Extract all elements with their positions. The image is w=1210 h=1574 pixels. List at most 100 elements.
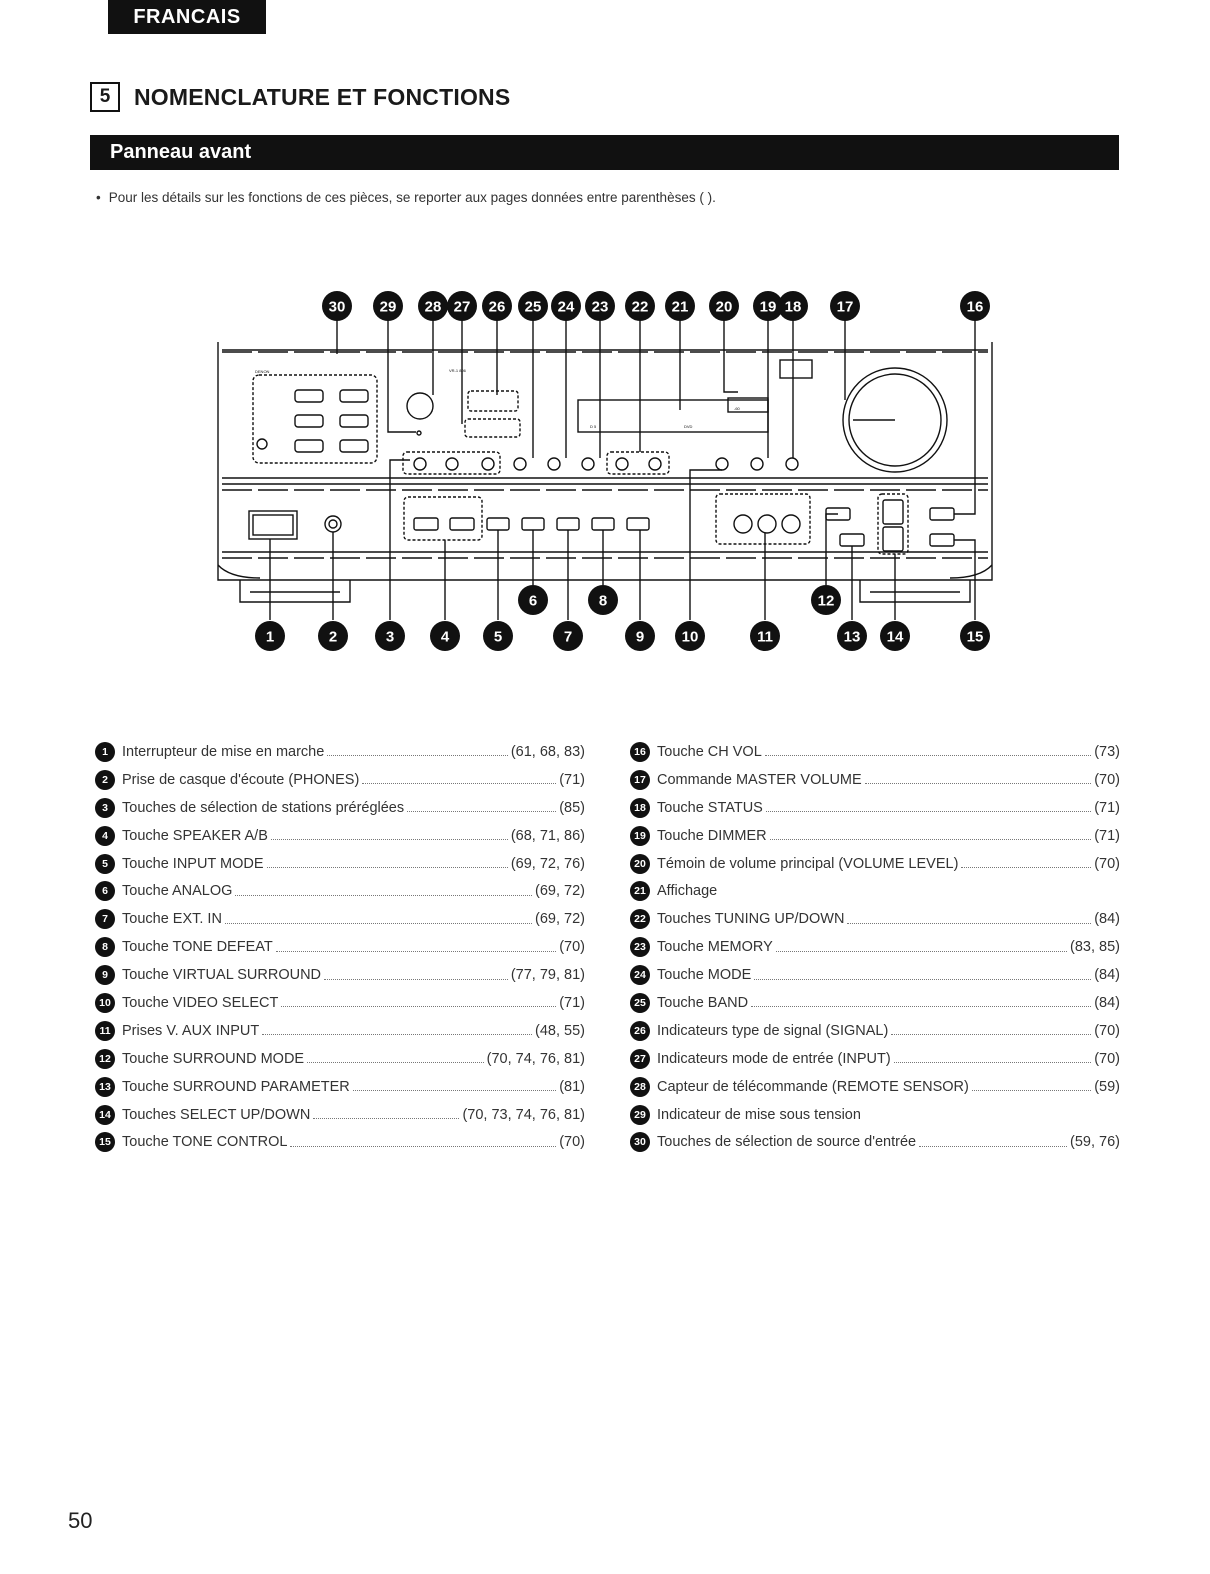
callout-marker: 20 <box>709 291 739 321</box>
callout-number-icon: 25 <box>630 992 650 1013</box>
callout-number: 5 <box>494 629 502 646</box>
dot-leader <box>971 1090 1092 1092</box>
callout-marker: 12 <box>811 585 841 615</box>
callout-number-icon: 15 <box>95 1132 115 1153</box>
callout-number-icon: 10 <box>95 992 115 1013</box>
callout-number: 9 <box>636 629 644 646</box>
dot-leader <box>751 1006 1092 1008</box>
callout-number: 19 <box>760 299 777 316</box>
legend-label: Prises V. AUX INPUT <box>122 1022 260 1039</box>
legend-pages: (59) <box>1094 1078 1120 1095</box>
callout-number-icon: 19 <box>630 825 650 846</box>
legend-label: Touches SELECT UP/DOWN <box>122 1106 311 1123</box>
callout-number: 7 <box>564 629 572 646</box>
dot-leader <box>307 1062 484 1064</box>
legend-label: Touche BAND <box>657 994 749 1011</box>
callout-marker: 15 <box>960 621 990 651</box>
legend-label: Touche MODE <box>657 967 752 984</box>
section-heading: 5 NOMENCLATURE ET FONCTIONS <box>90 80 510 114</box>
callout-marker: 22 <box>625 291 655 321</box>
callout-number-icon: 22 <box>630 909 650 930</box>
legend-label: Touche STATUS <box>657 799 763 816</box>
dot-leader <box>754 978 1092 980</box>
dot-leader <box>324 978 508 980</box>
callout-marker: 1 <box>255 621 285 651</box>
callout-marker: 18 <box>778 291 808 321</box>
callout-number-icon: 8 <box>95 937 115 958</box>
callout-number-icon: 5 <box>95 853 115 874</box>
dot-leader <box>769 839 1092 841</box>
callout-number: 1 <box>266 629 274 646</box>
dot-leader <box>270 839 508 841</box>
legend-pages: (70) <box>559 939 585 956</box>
callout-number: 11 <box>757 629 773 646</box>
callout-number: 17 <box>837 299 854 316</box>
legend-pages: (59, 76) <box>1070 1134 1120 1151</box>
callout-number-icon: 1 <box>95 741 115 762</box>
brand-label: DENON <box>255 369 270 374</box>
callout-number: 25 <box>525 299 542 316</box>
callout-marker: 29 <box>373 291 403 321</box>
legend-label: Touche SURROUND PARAMETER <box>122 1078 350 1095</box>
dot-leader <box>262 1034 533 1036</box>
legend-item: 20 Témoin de volume principal (VOLUME LEV… <box>630 850 1120 878</box>
legend-pages: (48, 55) <box>535 1022 585 1039</box>
legend-pages: (70) <box>1094 1022 1120 1039</box>
callout-marker: 21 <box>665 291 695 321</box>
callout-number-icon: 30 <box>630 1132 650 1153</box>
legend-label: Capteur de télécommande (REMOTE SENSOR) <box>657 1078 969 1095</box>
legend-label: Touche VIRTUAL SURROUND <box>122 967 322 984</box>
dot-leader <box>275 950 557 952</box>
bullet-icon: • <box>96 190 101 205</box>
display-source: DVD <box>684 424 693 429</box>
legend-pages: (68, 71, 86) <box>510 827 585 844</box>
callout-number-icon: 20 <box>630 853 650 874</box>
legend-label: Témoin de volume principal (VOLUME LEVEL… <box>657 855 959 872</box>
legend-label: Prise de casque d'écoute (PHONES) <box>122 771 360 788</box>
dot-leader <box>313 1118 460 1120</box>
legend-pages: (69, 72) <box>535 883 585 900</box>
legend-label: Touche TONE DEFEAT <box>122 939 273 956</box>
callout-number: 8 <box>599 593 607 610</box>
callout-number-icon: 28 <box>630 1076 650 1097</box>
model-label: VR-1 806 <box>449 368 467 373</box>
legend-label: Touche TONE CONTROL <box>122 1134 288 1151</box>
legend-pages: (71) <box>559 994 585 1011</box>
callout-marker: 4 <box>430 621 460 651</box>
legend-label: Touches de sélection de source d'entrée <box>657 1134 917 1151</box>
callout-number-icon: 4 <box>95 825 115 846</box>
legend-pages: (84) <box>1094 967 1120 984</box>
callout-number-icon: 3 <box>95 797 115 818</box>
callout-marker: 24 <box>551 291 581 321</box>
legend-pages: (71) <box>1094 827 1120 844</box>
intro-text: Pour les détails sur les fonctions de ce… <box>108 190 716 205</box>
callout-number: 29 <box>380 299 397 316</box>
callout-number: 26 <box>489 299 506 316</box>
callout-number: 14 <box>887 629 904 646</box>
callout-marker: 25 <box>518 291 548 321</box>
legend-label: Touches TUNING UP/DOWN <box>657 911 845 928</box>
legend-label: Indicateurs type de signal (SIGNAL) <box>657 1022 889 1039</box>
callout-number-icon: 6 <box>95 881 115 902</box>
callout-number-icon: 7 <box>95 909 115 930</box>
legend-label: Touches de sélection de stations prérégl… <box>122 799 405 816</box>
callout-marker: 8 <box>588 585 618 615</box>
legend-label: Touche SURROUND MODE <box>122 1050 305 1067</box>
callout-marker: 26 <box>482 291 512 321</box>
callout-number-icon: 16 <box>630 741 650 762</box>
callout-number-icon: 29 <box>630 1104 650 1125</box>
callout-number: 4 <box>441 629 450 646</box>
callout-marker: 19 <box>753 291 783 321</box>
callout-number-icon: 17 <box>630 769 650 790</box>
